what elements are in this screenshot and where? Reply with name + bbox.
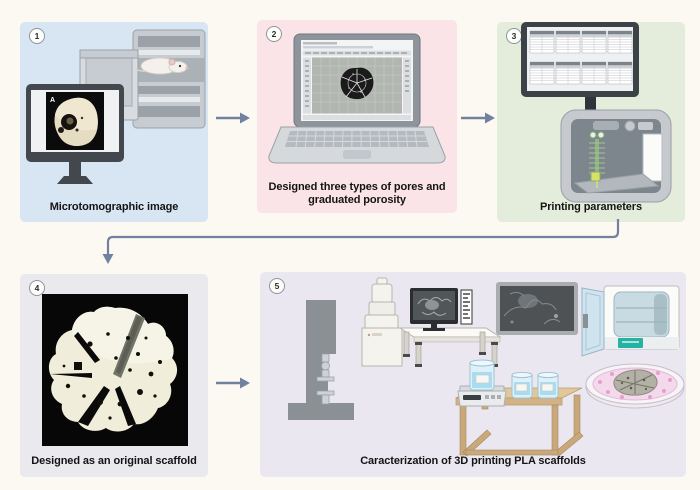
arrow-step4-to-step5 xyxy=(216,377,250,389)
microct-illustration: A xyxy=(26,29,206,184)
panel-step-2: 2 xyxy=(257,20,457,213)
cad-software-screen xyxy=(303,42,411,120)
petri-dish-icon xyxy=(585,363,685,409)
extruder-icon xyxy=(589,131,605,188)
arrow-step1-to-step2 xyxy=(216,112,250,124)
characterization-illustration xyxy=(288,277,685,457)
step-number-badge: 2 xyxy=(266,26,282,42)
image-panel-label: A xyxy=(50,97,55,104)
step-caption: Printing parameters xyxy=(539,201,643,214)
laptop-illustration xyxy=(268,33,446,164)
parameters-monitor-icon xyxy=(521,22,639,125)
sem-scalebar-icon xyxy=(460,289,473,325)
panel-step-3: 3 xyxy=(497,22,685,222)
scaffold-model-icon xyxy=(340,67,374,100)
step-caption: Microtomographic image xyxy=(49,201,179,214)
sem-micrograph-icon xyxy=(496,282,578,335)
scaffold-photo xyxy=(42,294,188,446)
sem-icon xyxy=(361,277,403,367)
mechanical-tester-icon xyxy=(288,300,354,420)
sem-monitor-icon xyxy=(410,288,473,331)
panel-step-1: 1 xyxy=(20,22,208,222)
step-caption: Designed as an original scaffold xyxy=(31,455,197,468)
step-number-badge: 1 xyxy=(29,28,45,44)
connector-step3-to-step4 xyxy=(102,219,620,264)
beaker-icon xyxy=(469,359,495,391)
step-caption: Caracterization of 3D printing PLA scaff… xyxy=(360,455,586,468)
beaker-icon xyxy=(511,371,533,399)
printed-scaffold-icon xyxy=(48,306,178,432)
beaker-icon xyxy=(537,371,559,399)
arrow-step2-to-step3 xyxy=(461,112,495,124)
step-caption: Designed three types of pores and gradua… xyxy=(268,180,446,207)
step-number-badge: 5 xyxy=(269,278,285,294)
panel-step-4: 4 xyxy=(20,274,208,477)
printer-illustration xyxy=(521,22,672,203)
mouse-icon xyxy=(135,57,189,75)
incubator-icon xyxy=(581,285,680,357)
laptop-icon xyxy=(268,33,446,164)
monitor-icon: A xyxy=(26,84,124,184)
step-number-badge: 4 xyxy=(29,280,45,296)
printer-icon xyxy=(560,109,672,203)
panel-step-5: 5 xyxy=(260,272,686,477)
